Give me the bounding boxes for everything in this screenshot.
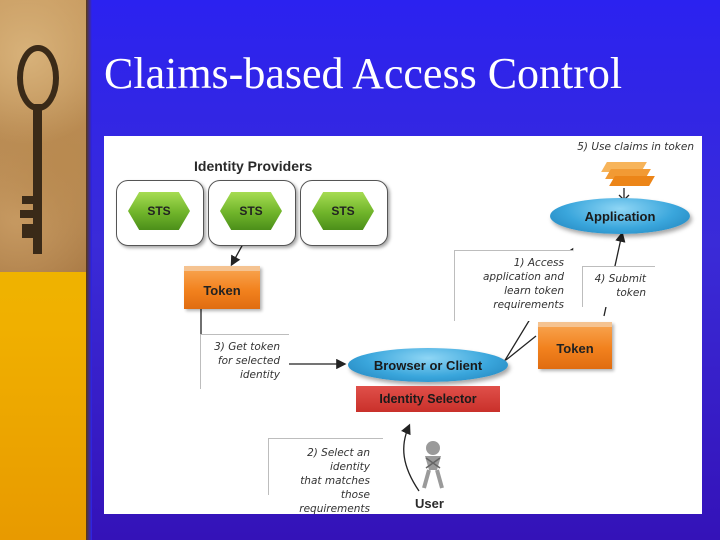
step2-line-3: requirements <box>299 503 370 515</box>
step1-line-4: requirements <box>493 299 564 311</box>
step3-line-1: 3) Get token <box>214 341 280 353</box>
browser-client-node: Browser or Client <box>348 348 508 382</box>
user-icon <box>422 441 444 489</box>
step1-line-2: application and <box>482 271 564 283</box>
application-node: Application <box>550 198 690 234</box>
step3-note: 3) Get token for selected identity <box>202 340 280 382</box>
step2-box <box>268 438 383 495</box>
step4-line-1: 4) Submit <box>594 273 646 285</box>
step1-line-3: learn token <box>504 285 564 297</box>
key-image <box>0 0 90 272</box>
step4-box <box>582 266 655 307</box>
step5-note: 5) Use claims in token <box>577 141 694 153</box>
step4-note: 4) Submit token <box>584 272 646 300</box>
token-box-right: Token <box>538 322 612 369</box>
slide-title: Claims-based Access Control <box>104 49 623 98</box>
step1-note: 1) Access application and learn token re… <box>456 256 564 312</box>
sts-node-1: STS <box>128 192 190 230</box>
strip-divider <box>86 0 92 540</box>
step4-line-2: token <box>616 287 646 299</box>
sts-node-2: STS <box>220 192 282 230</box>
diagram-panel: Identity Providers STS STS STS Token 5) … <box>104 136 702 516</box>
user-label: User <box>415 496 444 511</box>
key-icon <box>17 45 59 254</box>
step3-box <box>200 334 289 389</box>
step3-line-2: for selected <box>217 355 280 367</box>
identity-selector-node: Identity Selector <box>356 386 500 412</box>
step1-box <box>454 250 573 321</box>
identity-providers-label: Identity Providers <box>194 158 313 174</box>
step2-line-1: 2) Select an identity <box>307 447 370 473</box>
token-box-top: Token <box>184 266 260 309</box>
step2-line-2: that matches those <box>300 475 370 501</box>
step3-line-3: identity <box>239 369 280 381</box>
token-stack-3 <box>609 176 655 186</box>
sts-node-3: STS <box>312 192 374 230</box>
step1-line-1: 1) Access <box>513 257 564 269</box>
step2-note: 2) Select an identity that matches those… <box>270 446 370 516</box>
